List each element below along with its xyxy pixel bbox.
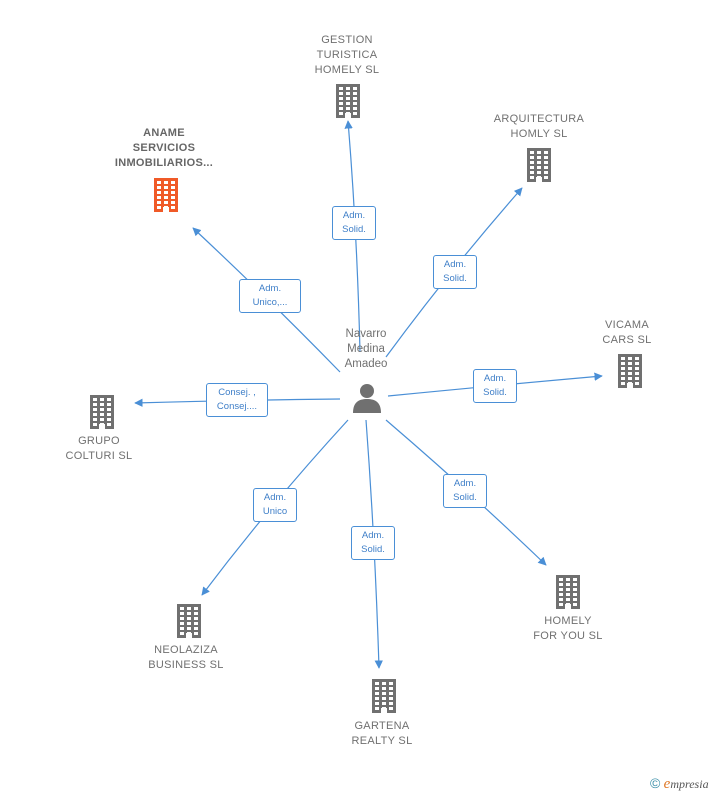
relation-label-homely: Adm. Solid.: [443, 474, 487, 508]
relation-label-grupo: Consej. , Consej....: [206, 383, 268, 417]
brand-initial: e: [663, 776, 671, 792]
building-icon[interactable]: [524, 148, 554, 182]
relation-label-aname: Adm. Unico,...: [239, 279, 301, 313]
copyright-icon: ©: [650, 775, 661, 791]
company-name-gartena[interactable]: GARTENA REALTY SL: [351, 720, 413, 747]
company-name-homely[interactable]: HOMELY FOR YOU SL: [533, 615, 603, 642]
company-name-arquitectura[interactable]: ARQUITECTURA HOMLY SL: [493, 113, 585, 140]
building-icon[interactable]: [87, 395, 117, 429]
company-name-grupo[interactable]: GRUPO COLTURI SL: [65, 435, 133, 462]
relation-label-vicama: Adm. Solid.: [473, 369, 517, 403]
relation-label-neolaziza: Adm. Unico: [253, 488, 297, 522]
person-name[interactable]: Navarro Medina Amadeo: [344, 328, 388, 370]
building-icon[interactable]: [333, 84, 363, 118]
company-name-neolaziza[interactable]: NEOLAZIZA BUSINESS SL: [148, 644, 224, 671]
company-name-gestion[interactable]: GESTION TURISTICA HOMELY SL: [314, 34, 380, 76]
brand-footer: © empresia: [650, 775, 709, 793]
building-icon[interactable]: [615, 354, 645, 388]
building-icon[interactable]: [151, 178, 181, 212]
relation-label-gartena: Adm. Solid.: [351, 526, 395, 560]
building-icon[interactable]: [369, 679, 399, 713]
brand-name: mpresia: [670, 777, 709, 791]
relation-label-gestion: Adm. Solid.: [332, 206, 376, 240]
building-icon[interactable]: [174, 604, 204, 638]
building-icon[interactable]: [553, 575, 583, 609]
person-icon[interactable]: [351, 382, 383, 414]
company-name-aname[interactable]: ANAME SERVICIOS INMOBILIARIOS...: [114, 127, 214, 169]
relation-label-arquitectura: Adm. Solid.: [433, 255, 477, 289]
company-name-vicama[interactable]: VICAMA CARS SL: [602, 319, 652, 346]
